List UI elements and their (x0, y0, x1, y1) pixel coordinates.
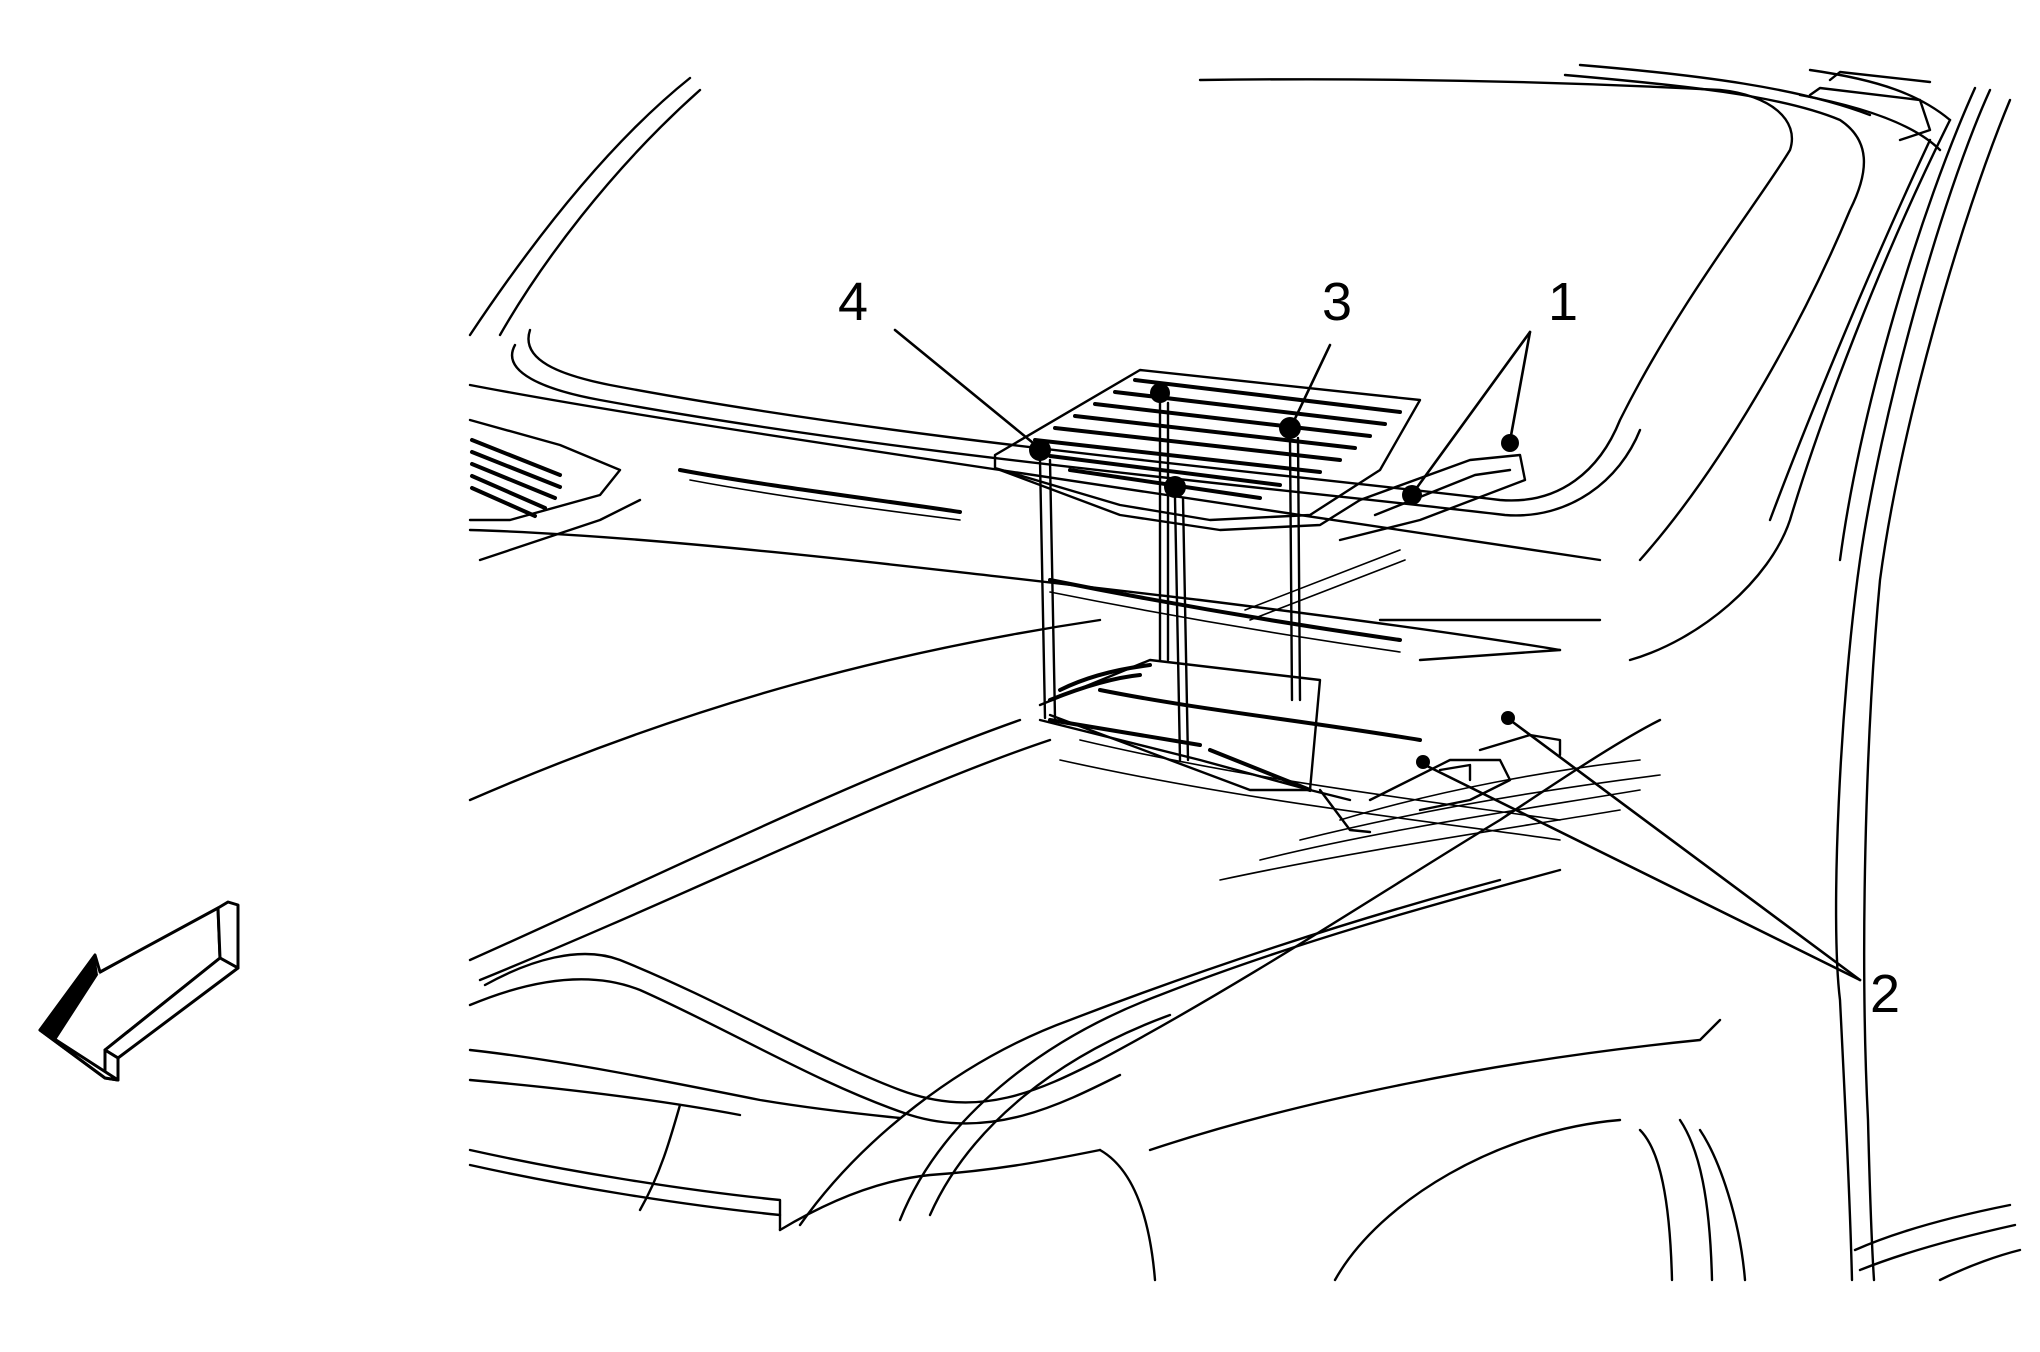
clip-1a (1402, 485, 1422, 505)
callout-2: 2 (1870, 964, 1900, 1024)
callouts: 1 2 3 4 (838, 272, 1900, 1024)
fastener-3 (1279, 417, 1301, 439)
clip-1b (1501, 434, 1519, 452)
front-direction-arrow-icon (38, 900, 240, 1082)
clip-bracket (1244, 434, 1602, 662)
leader-2b (1508, 718, 1862, 982)
callout-4: 4 (838, 272, 868, 332)
leader-3 (1290, 343, 1332, 427)
leader-1a (1411, 330, 1532, 495)
rail-clips (1368, 711, 1562, 812)
console-grille-slats (1033, 378, 1402, 500)
left-side-vent (468, 418, 642, 562)
callout-1: 1 (1548, 272, 1578, 332)
leader-1b (1508, 330, 1532, 443)
leader-lines (893, 328, 1862, 982)
callout-3: 3 (1322, 272, 1352, 332)
vehicle-roof-body (468, 63, 2022, 1282)
leader-4 (893, 328, 1040, 449)
leader-2a (1423, 763, 1862, 982)
fastener-center-top (1150, 383, 1170, 403)
fastener-center-mid (1164, 476, 1186, 498)
